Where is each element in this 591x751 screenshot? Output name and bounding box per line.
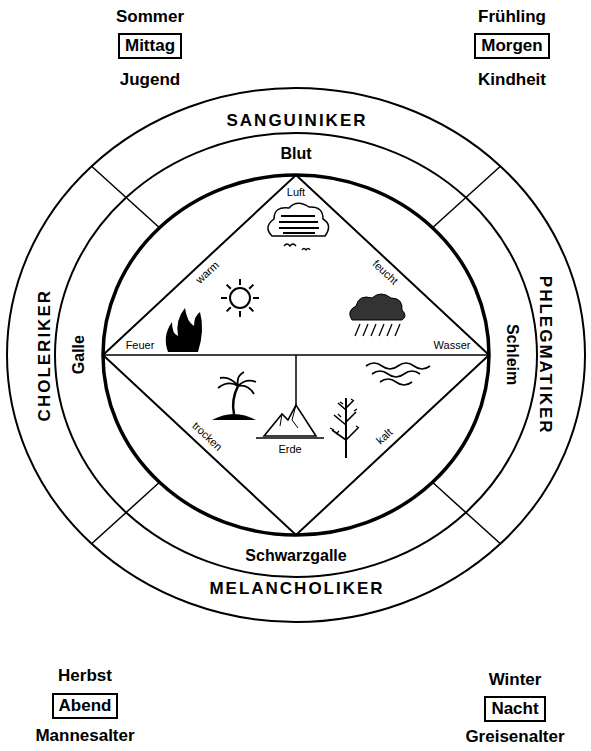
daytime-box: Nacht xyxy=(484,696,545,721)
temperament-label: CHOLERIKER xyxy=(35,289,55,421)
middle-ring xyxy=(55,133,537,577)
shore-line xyxy=(256,437,324,439)
quality-label: feucht xyxy=(370,258,401,288)
sector-divider xyxy=(433,166,501,228)
flame-symbol xyxy=(166,308,202,352)
diamond-axis xyxy=(295,355,297,405)
palm-fronds xyxy=(218,372,256,394)
island-symbol xyxy=(212,414,256,420)
age-label: Greisenalter xyxy=(465,727,564,747)
daytime-box: Abend xyxy=(52,693,119,718)
sector-divider xyxy=(92,482,160,544)
daytime-box: Mittag xyxy=(118,33,182,58)
sun-rays xyxy=(221,279,259,317)
sun-icon xyxy=(221,279,259,317)
air-icon xyxy=(268,203,329,250)
rain-icon xyxy=(350,294,405,336)
sector-divider xyxy=(92,166,160,228)
earth-icon xyxy=(256,405,324,438)
element-label: Erde xyxy=(278,443,301,456)
tree-branches xyxy=(332,401,358,440)
inner-ring xyxy=(103,175,489,535)
bird-symbol xyxy=(284,244,310,250)
season-label: Herbst xyxy=(58,666,112,686)
box-text: Mittag xyxy=(125,35,175,56)
element-label: Wasser xyxy=(434,339,471,352)
temperament-label: PHLEGMATIKER xyxy=(534,276,554,435)
sun-disc xyxy=(230,288,250,308)
snow-marks xyxy=(330,399,359,434)
humor-label: Schleim xyxy=(503,324,522,385)
season-label: Winter xyxy=(489,670,542,690)
humor-label: Blut xyxy=(280,144,311,163)
element-label: Feuer xyxy=(126,339,155,352)
rain-lines xyxy=(355,324,400,336)
wheel-rings xyxy=(7,88,585,622)
palm-icon xyxy=(212,372,256,420)
daytime-box: Morgen xyxy=(474,33,549,58)
palm-trunk xyxy=(233,386,238,414)
box-text: Abend xyxy=(59,695,112,716)
mountain-symbol xyxy=(264,405,316,436)
box-text: Morgen xyxy=(481,35,542,56)
season-label: Frühling xyxy=(478,7,546,27)
wave-symbol xyxy=(366,363,430,385)
tree-icon xyxy=(330,398,359,458)
cloud-hatching xyxy=(279,216,319,233)
humor-label: Galle xyxy=(69,335,88,374)
box-text: Nacht xyxy=(491,698,538,719)
element-diamond xyxy=(103,175,489,535)
element-label: Luft xyxy=(287,186,305,199)
season-label: Sommer xyxy=(116,7,184,27)
age-label: Kindheit xyxy=(478,70,546,90)
quality-label: trocken xyxy=(189,420,224,454)
cloud-symbol xyxy=(268,203,329,236)
rain-cloud-symbol xyxy=(350,294,405,320)
temperament-label: SANGUINIKER xyxy=(226,111,367,131)
temperament-label: MELANCHOLIKER xyxy=(209,579,384,599)
age-label: Mannesalter xyxy=(35,726,134,746)
quality-label: warm xyxy=(193,259,222,287)
age-label: Jugend xyxy=(120,70,180,90)
outer-ring xyxy=(7,88,585,622)
sector-divider xyxy=(433,482,501,544)
mountain-shading xyxy=(280,405,298,428)
humor-label: Schwarzgalle xyxy=(245,546,346,565)
